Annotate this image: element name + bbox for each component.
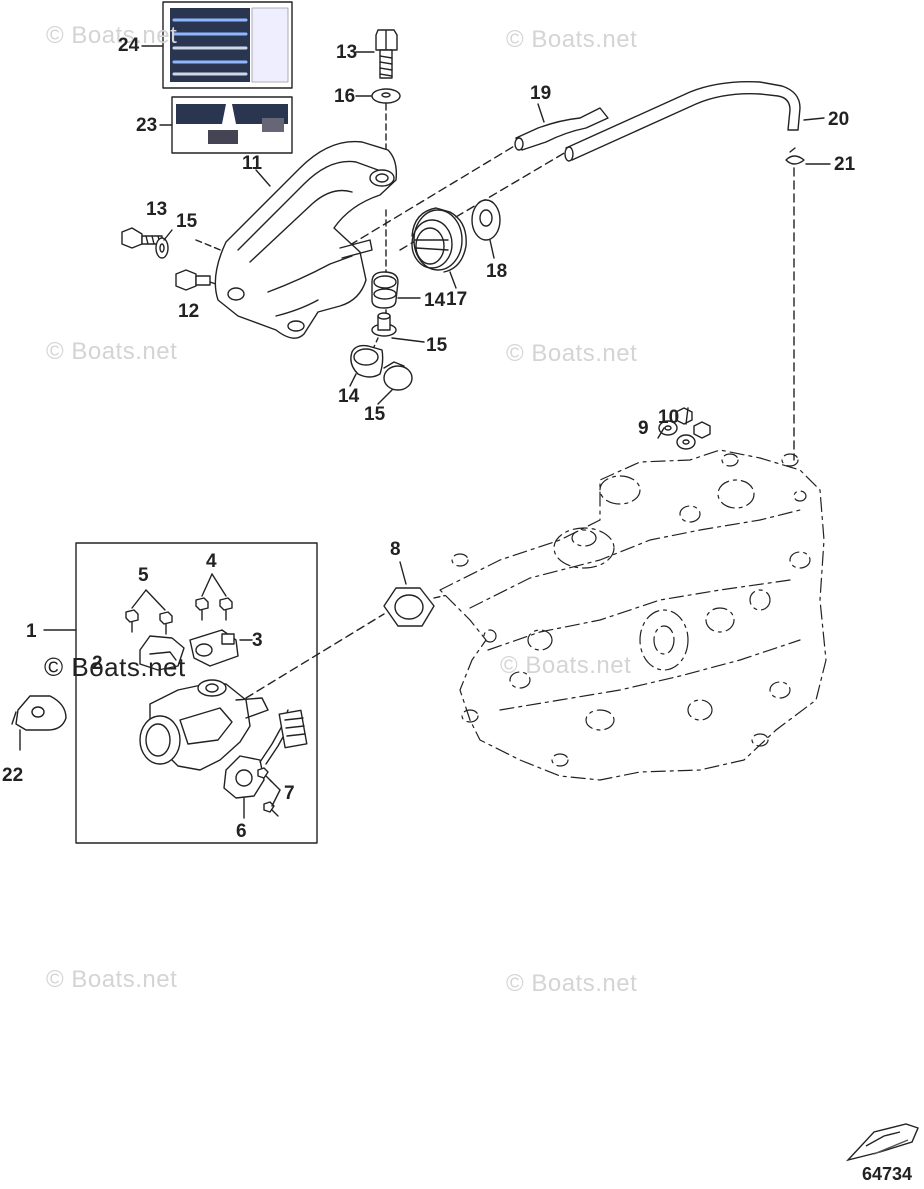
- washer-16: [371, 88, 401, 104]
- callout-2: 2: [92, 653, 103, 674]
- callout-21: 21: [834, 154, 856, 175]
- screws-7: [257, 767, 281, 817]
- watermark: © Boats.net: [506, 26, 638, 53]
- callout-10: 10: [658, 407, 680, 428]
- grommet-17: [411, 207, 467, 273]
- decal-sheet-24: [141, 1, 293, 89]
- bolt-12: [175, 269, 211, 291]
- callout-16: 16: [334, 86, 356, 107]
- watermark: © Boats.net: [506, 970, 638, 997]
- watermark: © Boats.net: [46, 338, 178, 365]
- callout-1: 1: [26, 621, 37, 642]
- washer-15-left: [155, 237, 169, 259]
- callout-14-upper: 14: [424, 290, 446, 311]
- callout-13-top: 13: [336, 42, 358, 63]
- callout-9: 9: [638, 418, 649, 439]
- hose-20: [564, 81, 801, 162]
- callout-15-left: 15: [176, 211, 198, 232]
- watermark: © Boats.net: [500, 652, 632, 679]
- callout-15-upper-bushing: 15: [426, 335, 448, 356]
- callout-11: 11: [242, 153, 263, 174]
- throttle-body-kit-frame: [75, 542, 318, 844]
- bracket-22: [11, 695, 67, 751]
- callout-3: 3: [252, 630, 263, 651]
- callout-20: 20: [828, 109, 850, 130]
- callout-23: 23: [136, 115, 158, 136]
- watermark: © Boats.net: [46, 22, 178, 49]
- callout-12: 12: [178, 301, 200, 322]
- washer-18: [471, 199, 501, 241]
- callout-24: 24: [118, 35, 140, 56]
- bracket-2: [139, 635, 185, 671]
- callout-15-lower-bushing: 15: [364, 404, 386, 425]
- screws-4: [195, 573, 233, 621]
- boat-icon: [845, 1123, 919, 1162]
- callout-8: 8: [390, 539, 401, 560]
- grommet-14-lower: [350, 344, 384, 378]
- callout-18: 18: [486, 261, 508, 282]
- bolt-13-top: [375, 29, 398, 79]
- callout-19: 19: [530, 83, 552, 104]
- bushing-15-lower: [383, 361, 413, 391]
- gasket-8: [383, 587, 435, 627]
- throttle-body: [139, 679, 269, 771]
- cylinder-block-phantom: [439, 449, 827, 781]
- silencer-cover-11: [214, 140, 398, 339]
- watermark: © Boats.net: [506, 340, 638, 367]
- diagram-reference-number: 64734: [862, 1164, 913, 1184]
- callout-5: 5: [138, 565, 149, 586]
- washers-9-nuts-10: [658, 407, 711, 450]
- grommet-14-upper: [371, 271, 399, 309]
- callout-14-lower: 14: [338, 386, 360, 407]
- watermark: © Boats.net: [44, 652, 186, 682]
- bushing-15-upper: [371, 312, 397, 337]
- callout-7: 7: [284, 783, 295, 804]
- callout-17: 17: [446, 289, 468, 310]
- callout-13-left: 13: [146, 199, 168, 220]
- hose-19: [514, 107, 609, 151]
- screws-5: [125, 589, 173, 635]
- throttle-position-sensor-6: [223, 709, 308, 799]
- hose-clamp-21: [785, 147, 805, 165]
- callout-4: 4: [206, 551, 217, 572]
- map-sensor-3: [189, 629, 253, 667]
- callout-22: 22: [2, 765, 24, 786]
- watermark: © Boats.net: [46, 966, 178, 993]
- decal-sheet-23: [159, 96, 293, 154]
- callout-6: 6: [236, 821, 247, 842]
